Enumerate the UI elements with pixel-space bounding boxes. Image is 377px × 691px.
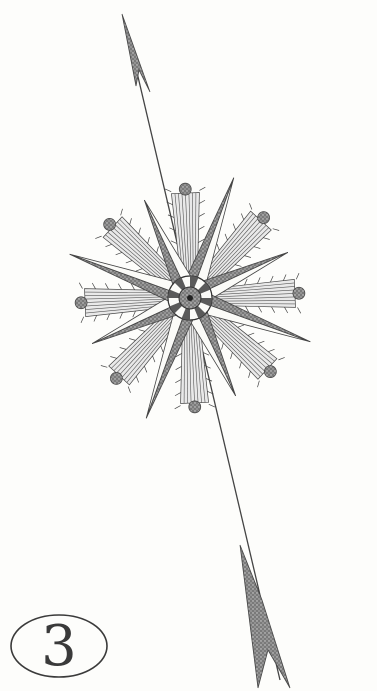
rose-barb: [283, 275, 286, 281]
rose-barb: [110, 357, 116, 359]
rose-barb: [217, 244, 219, 250]
rose-barb: [175, 379, 181, 382]
rose-barb: [258, 341, 264, 343]
rose-barb: [129, 339, 135, 341]
rose-barb: [136, 376, 138, 382]
rose-barb: [199, 187, 205, 190]
rose-barb: [165, 189, 171, 192]
rose-barb: [79, 283, 82, 289]
rose-barb: [296, 273, 299, 279]
rose-barb: [249, 203, 251, 209]
rose-barb: [92, 283, 95, 289]
rose-barb: [105, 283, 108, 289]
rose-barb: [136, 269, 142, 271]
rose-barb: [161, 346, 163, 352]
rose-barb: [94, 315, 97, 321]
rose-barb: [257, 277, 260, 283]
compass-rose: [70, 178, 311, 419]
rose-barb: [298, 307, 301, 313]
rose-barb: [116, 252, 122, 254]
rose-barb: [254, 247, 260, 249]
rose-barb: [204, 365, 210, 368]
rose-barb: [248, 333, 254, 335]
rose-barb: [199, 213, 205, 216]
rose-barb: [249, 371, 251, 377]
rose-barb: [270, 276, 273, 282]
rose-barb: [271, 307, 274, 313]
rose-barb: [157, 247, 159, 253]
needle-north-arrowhead: [122, 14, 150, 92]
rose-barb: [233, 224, 235, 230]
rose-barb: [241, 213, 243, 219]
rose-arm-knob: [75, 297, 87, 309]
rose-arm-knob: [189, 401, 201, 413]
rose-arm-knob: [104, 218, 116, 230]
rose-barb: [130, 218, 132, 224]
rose-arm-knob: [110, 372, 122, 384]
rose-arm-knob: [293, 287, 305, 299]
rose-barb: [148, 237, 150, 243]
rose-barb: [273, 229, 279, 231]
rose-barb: [240, 362, 242, 368]
rose-barb: [133, 311, 136, 317]
rose-barb: [199, 200, 205, 203]
rose-barb: [121, 209, 123, 215]
rose-barb: [81, 317, 84, 323]
rose-barb: [199, 226, 205, 229]
rose-barb: [175, 406, 181, 409]
rose-barb: [235, 265, 241, 267]
rose-barb: [244, 279, 247, 285]
rose-barb: [153, 356, 155, 362]
rose-barb: [284, 307, 287, 313]
rose-arm-knob: [264, 366, 276, 378]
rose-barb: [175, 392, 181, 395]
rose-barb: [231, 352, 233, 358]
rose-barb: [95, 236, 101, 238]
rose-barb: [144, 366, 146, 372]
rose-barb: [128, 386, 130, 392]
rose-barb: [107, 314, 110, 320]
rose-barb: [238, 325, 244, 327]
rose-arm-knob: [179, 183, 191, 195]
rose-barb: [263, 238, 269, 240]
rose-barb: [169, 228, 175, 231]
rose-barb: [105, 244, 111, 246]
rose-barb: [257, 381, 259, 387]
rose-barb: [258, 307, 261, 313]
plate-number: 3: [5, 610, 113, 684]
rose-barb: [139, 228, 141, 234]
rose-barb: [244, 256, 250, 258]
rose-barb: [120, 312, 123, 318]
rose-barb: [101, 365, 107, 367]
rose-barb: [278, 357, 284, 359]
rose-center-pin: [187, 295, 193, 301]
rose-barb: [225, 234, 227, 240]
rose-barb: [118, 284, 121, 290]
rose-barb: [268, 349, 274, 351]
rose-barb: [209, 404, 215, 407]
needle-south-arrowhead: [240, 545, 290, 688]
rose-barb: [176, 366, 182, 369]
rose-barb: [126, 261, 132, 263]
rose-arm-knob: [258, 212, 270, 224]
rose-barb: [139, 330, 145, 332]
rose-barb: [120, 348, 126, 350]
rose-barb: [222, 343, 224, 349]
